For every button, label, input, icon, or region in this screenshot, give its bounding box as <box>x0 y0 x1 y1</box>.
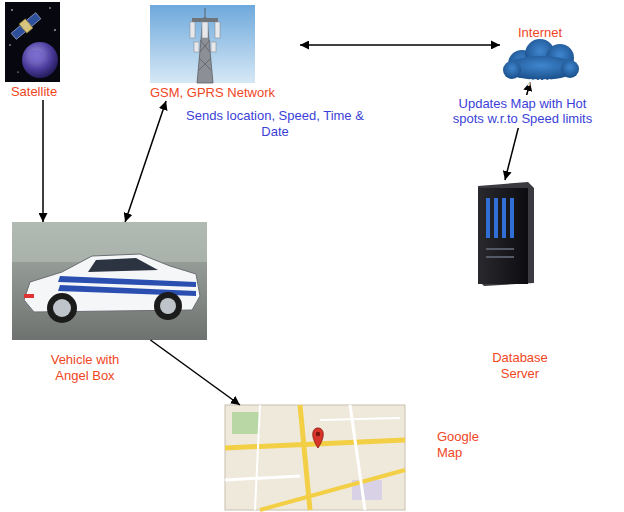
gsm-tower-picture <box>215 22 220 38</box>
car-picture <box>160 298 176 314</box>
gsm-tower-picture <box>202 22 208 38</box>
gsm-tower-picture <box>199 58 211 70</box>
map-picture <box>255 405 260 510</box>
map-node: Google Map <box>225 405 405 510</box>
server-picture <box>486 256 514 258</box>
server-picture <box>486 198 490 238</box>
node-label: Satellite <box>5 84 63 100</box>
internet-cloud <box>503 61 521 79</box>
satellite-picture <box>11 9 13 11</box>
edge-label: Updates Map with Hot spots w.r.to Speed … <box>440 95 604 128</box>
server-picture <box>494 198 498 238</box>
satellite-picture <box>17 71 18 72</box>
car-picture <box>58 276 196 287</box>
gsm-tower-picture <box>150 5 255 83</box>
car-picture <box>24 294 34 298</box>
satellite-picture <box>54 29 56 31</box>
server-picture <box>478 188 528 284</box>
car-picture <box>12 222 207 340</box>
car-picture <box>154 292 182 320</box>
node-label: Internet <box>500 25 580 41</box>
gsm-tower-picture <box>150 5 255 83</box>
satellite-picture <box>19 19 33 33</box>
gsm-tower-node: GSM, GPRS Network <box>150 5 300 101</box>
node-label: Google Map <box>437 429 499 460</box>
map-picture <box>300 405 310 510</box>
satellite-picture <box>22 42 58 78</box>
map-picture <box>350 405 365 510</box>
server-picture <box>478 182 534 286</box>
map-picture <box>320 418 400 420</box>
internet-cloud <box>503 39 579 80</box>
connector-arrow <box>150 340 239 405</box>
node-label: Database Server <box>480 350 560 381</box>
server-picture <box>502 198 506 238</box>
gsm-tower-picture <box>200 40 210 52</box>
gsm-tower-picture <box>211 42 216 52</box>
satellite-picture <box>23 23 29 28</box>
gsm-tower-picture <box>205 8 206 18</box>
map-picture <box>225 476 300 480</box>
map-picture <box>316 432 320 436</box>
map-picture <box>232 412 260 434</box>
internet-cloud <box>561 60 579 78</box>
satellite-picture <box>9 44 10 45</box>
satellite-picture <box>49 7 50 8</box>
satellite-picture <box>5 2 60 82</box>
connector-arrow <box>125 101 166 222</box>
connector-arrow <box>42 100 44 222</box>
car-picture <box>12 222 207 340</box>
server-picture <box>486 248 514 250</box>
satellite-picture <box>5 2 60 82</box>
node-label: GSM, GPRS Network <box>150 85 275 101</box>
node-label: Vehicle with Angel Box <box>40 352 130 383</box>
map-picture <box>225 405 405 510</box>
gsm-tower-picture <box>199 58 211 70</box>
server-picture <box>510 198 514 238</box>
map-picture <box>313 428 324 448</box>
gsm-tower-picture <box>200 40 210 52</box>
car-picture <box>88 258 158 272</box>
internet-node: Internetwww <box>500 25 580 82</box>
gsm-tower-picture <box>190 22 195 38</box>
connector-arrow <box>300 44 500 46</box>
vehicle-node: Vehicle with Angel Box <box>12 222 207 340</box>
gsm-tower-picture <box>192 18 218 22</box>
satellite-picture <box>30 50 44 63</box>
note-label: Sends location, Speed, Time & Date <box>185 108 365 139</box>
map-picture <box>225 405 405 510</box>
server-picture <box>478 182 534 286</box>
satellite-picture <box>10 11 42 41</box>
satellite-node: Satellite <box>5 2 63 100</box>
gsm-tower-picture <box>197 18 213 83</box>
gsm-tower-picture <box>194 42 199 52</box>
car-picture <box>53 299 71 317</box>
server-node: Database Server <box>470 180 536 285</box>
car-picture <box>47 293 77 323</box>
cloud-text: www <box>500 74 580 90</box>
